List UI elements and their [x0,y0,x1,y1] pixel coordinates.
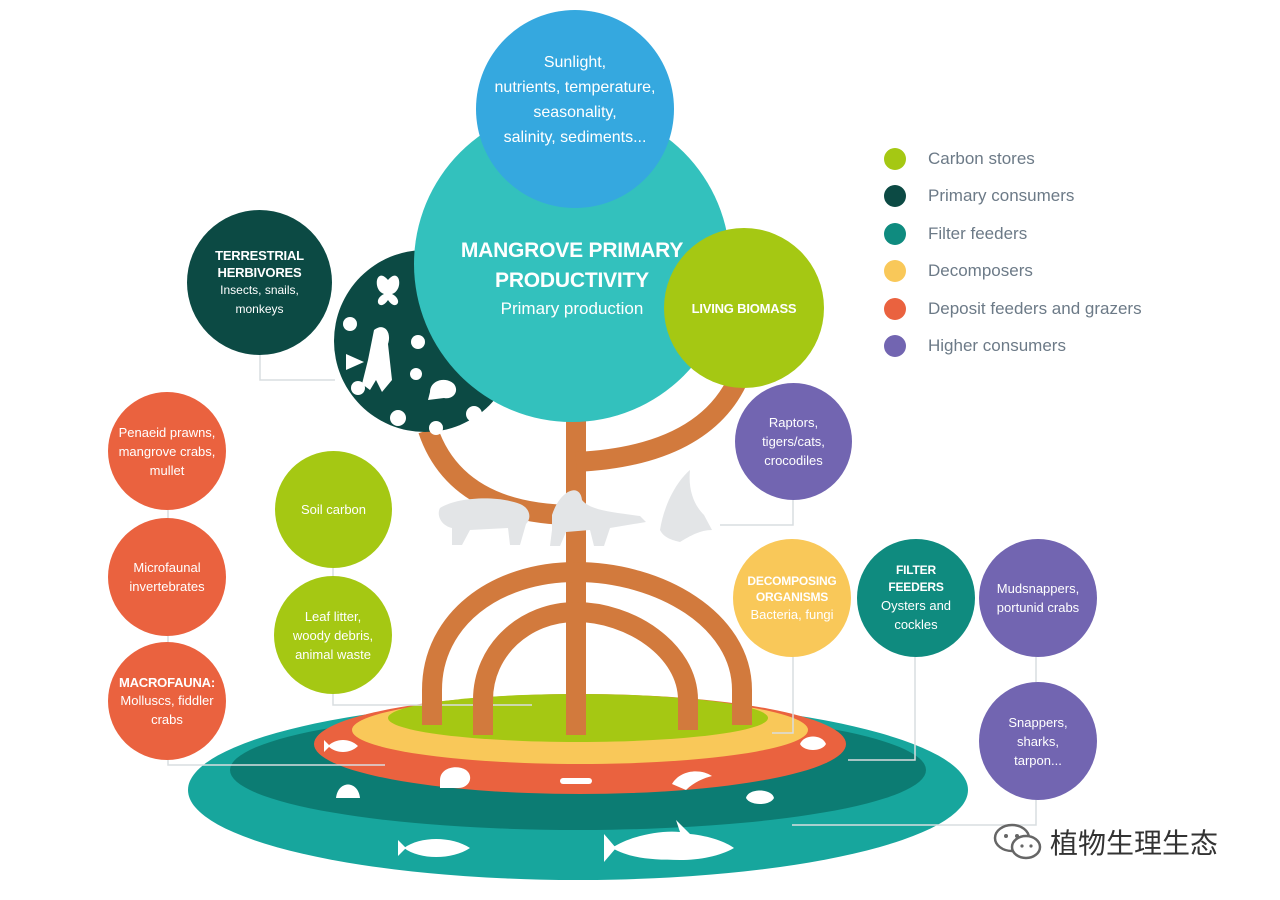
legend-label: Higher consumers [928,336,1066,356]
terrestrial-herbivores-bubble: TERRESTRIAL HERBIVORES Insects, snails, … [187,210,332,355]
living-biomass-bubble: LIVING BIOMASS [664,228,824,388]
legend-dot [884,297,906,320]
watermark-text: 植物生理生态 [1050,827,1219,860]
crocodile-silhouette [550,490,646,546]
mudsnappers-line-2: portunid crabs [996,600,1080,615]
microfaunal-line-1: Microfaunal [133,560,201,575]
clam-icon [746,790,774,804]
watermark: 植物生理生态 [992,822,1218,862]
connector-decomposer [772,652,794,734]
terrestrial-title-line2: HERBIVORES [217,264,302,280]
factors-line-1: Sunlight, [543,54,607,71]
legend-item: Carbon stores [884,140,1142,178]
raptors-line-1: Raptors, [768,415,819,430]
macrofauna-line-2: crabs [151,711,183,727]
soil-carbon-bubble: Soil carbon [275,451,392,568]
snappers-bubble: Snappers, sharks, tarpon... [979,682,1097,800]
legend-dot [884,185,906,208]
connector-raptors [720,496,794,526]
filter-feeders-line-2: cockles [894,617,938,632]
snappers-line-1: Snappers, [1008,714,1068,730]
legend-dot [884,147,906,170]
legend-item: Deposit feeders and grazers [884,290,1142,328]
legend-item: Filter feeders [884,215,1142,253]
filter-feeders-bubble: FILTER FEEDERS Oysters and cockles [857,539,975,657]
connector-leaf [332,692,532,706]
fish-icon-small [324,740,358,752]
decomposing-organisms-bubble: DECOMPOSING ORGANISMS Bacteria, fungi [733,539,851,657]
leaf-litter-line-2: woody debris, [292,627,374,643]
legend-item: Primary consumers [884,178,1142,216]
raptors-bubble: Raptors, tigers/cats, crocodiles [735,383,852,500]
factors-line-4: salinity, sediments... [503,129,647,146]
root-outer [422,561,752,725]
microfaunal-line-2: invertebrates [129,579,205,594]
decomposing-title-line1: DECOMPOSING [747,573,837,588]
legend-label: Carbon stores [928,148,1035,168]
leaf-litter-line-1: Leaf litter, [304,608,362,624]
legend: Carbon stores Primary consumers Filter f… [884,140,1142,365]
shark-icon [604,820,734,862]
legend-label: Decomposers [928,261,1033,281]
connector-filter [848,652,916,761]
penaeid-line-1: Penaeid prawns, [118,424,216,440]
branch-left [418,426,577,525]
leaf-litter-bubble: Leaf litter, woody debris, animal waste [274,576,392,694]
legend-label: Filter feeders [928,223,1028,243]
snail-icon [440,767,471,788]
legend-dot [884,260,906,283]
connector-sea [792,795,1037,826]
snappers-line-2: sharks, [1017,733,1059,749]
legend-label: Primary consumers [928,186,1075,206]
branch-right [575,366,752,472]
macrofauna-line-1: Molluscs, fiddler [120,692,214,708]
filter-feeders-title: FILTER FEEDERS [888,563,944,594]
tuna-icon [398,839,470,857]
center-subtitle: Primary production [500,299,644,318]
worm-icon [560,778,592,784]
crab-icon [800,736,826,750]
center-title-line1: MANGROVE PRIMARY [460,239,684,262]
legend-item: Higher consumers [884,328,1142,366]
microfaunal-bubble: Microfaunal invertebrates [108,518,226,636]
root-inner [473,601,698,735]
terrestrial-title-line1: TERRESTRIAL [215,247,304,263]
shrimp-icon [672,771,712,790]
mudsnappers-bubble: Mudsnappers, portunid crabs [979,539,1097,657]
factors-line-3: seasonality, [533,104,617,121]
mudsnappers-line-1: Mudsnappers, [996,581,1080,596]
raptors-line-2: tigers/cats, [762,434,825,449]
soil-carbon-label: Soil carbon [300,502,367,517]
raptors-line-3: crocodiles [764,453,823,468]
living-biomass-title: LIVING BIOMASS [691,300,797,316]
legend-label: Deposit feeders and grazers [928,298,1142,318]
legend-dot [884,335,906,358]
center-title-line2: PRODUCTIVITY [495,269,649,292]
penaeid-prawns-bubble: Penaeid prawns, mangrove crabs, mullet [108,392,226,510]
wechat-icon [993,823,1042,860]
macrofauna-bubble: MACROFAUNA: Molluscs, fiddler crabs [108,642,226,760]
decomposing-title-line2: ORGANISMS [755,589,829,604]
penaeid-line-2: mangrove crabs, [118,443,216,459]
macrofauna-title: MACROFAUNA: [118,674,215,690]
legend-dot [884,222,906,245]
terrestrial-subtitle: Insects, snails, monkeys [220,282,299,316]
snappers-line-3: tarpon... [1014,752,1062,768]
factors-line-2: nutrients, temperature, [494,79,656,96]
legend-item: Decomposers [884,253,1142,291]
tiger-silhouette [438,498,530,545]
penaeid-line-3: mullet [149,462,185,478]
eagle-silhouette [660,470,712,542]
connector-terrestrial [259,352,335,381]
filter-feeders-line-1: Oysters and [880,598,952,613]
shell-icon [336,784,360,798]
decomposing-subtitle: Bacteria, fungi [750,606,834,622]
leaf-litter-line-3: animal waste [295,646,371,662]
environmental-factors-bubble: Sunlight, nutrients, temperature, season… [476,10,674,208]
